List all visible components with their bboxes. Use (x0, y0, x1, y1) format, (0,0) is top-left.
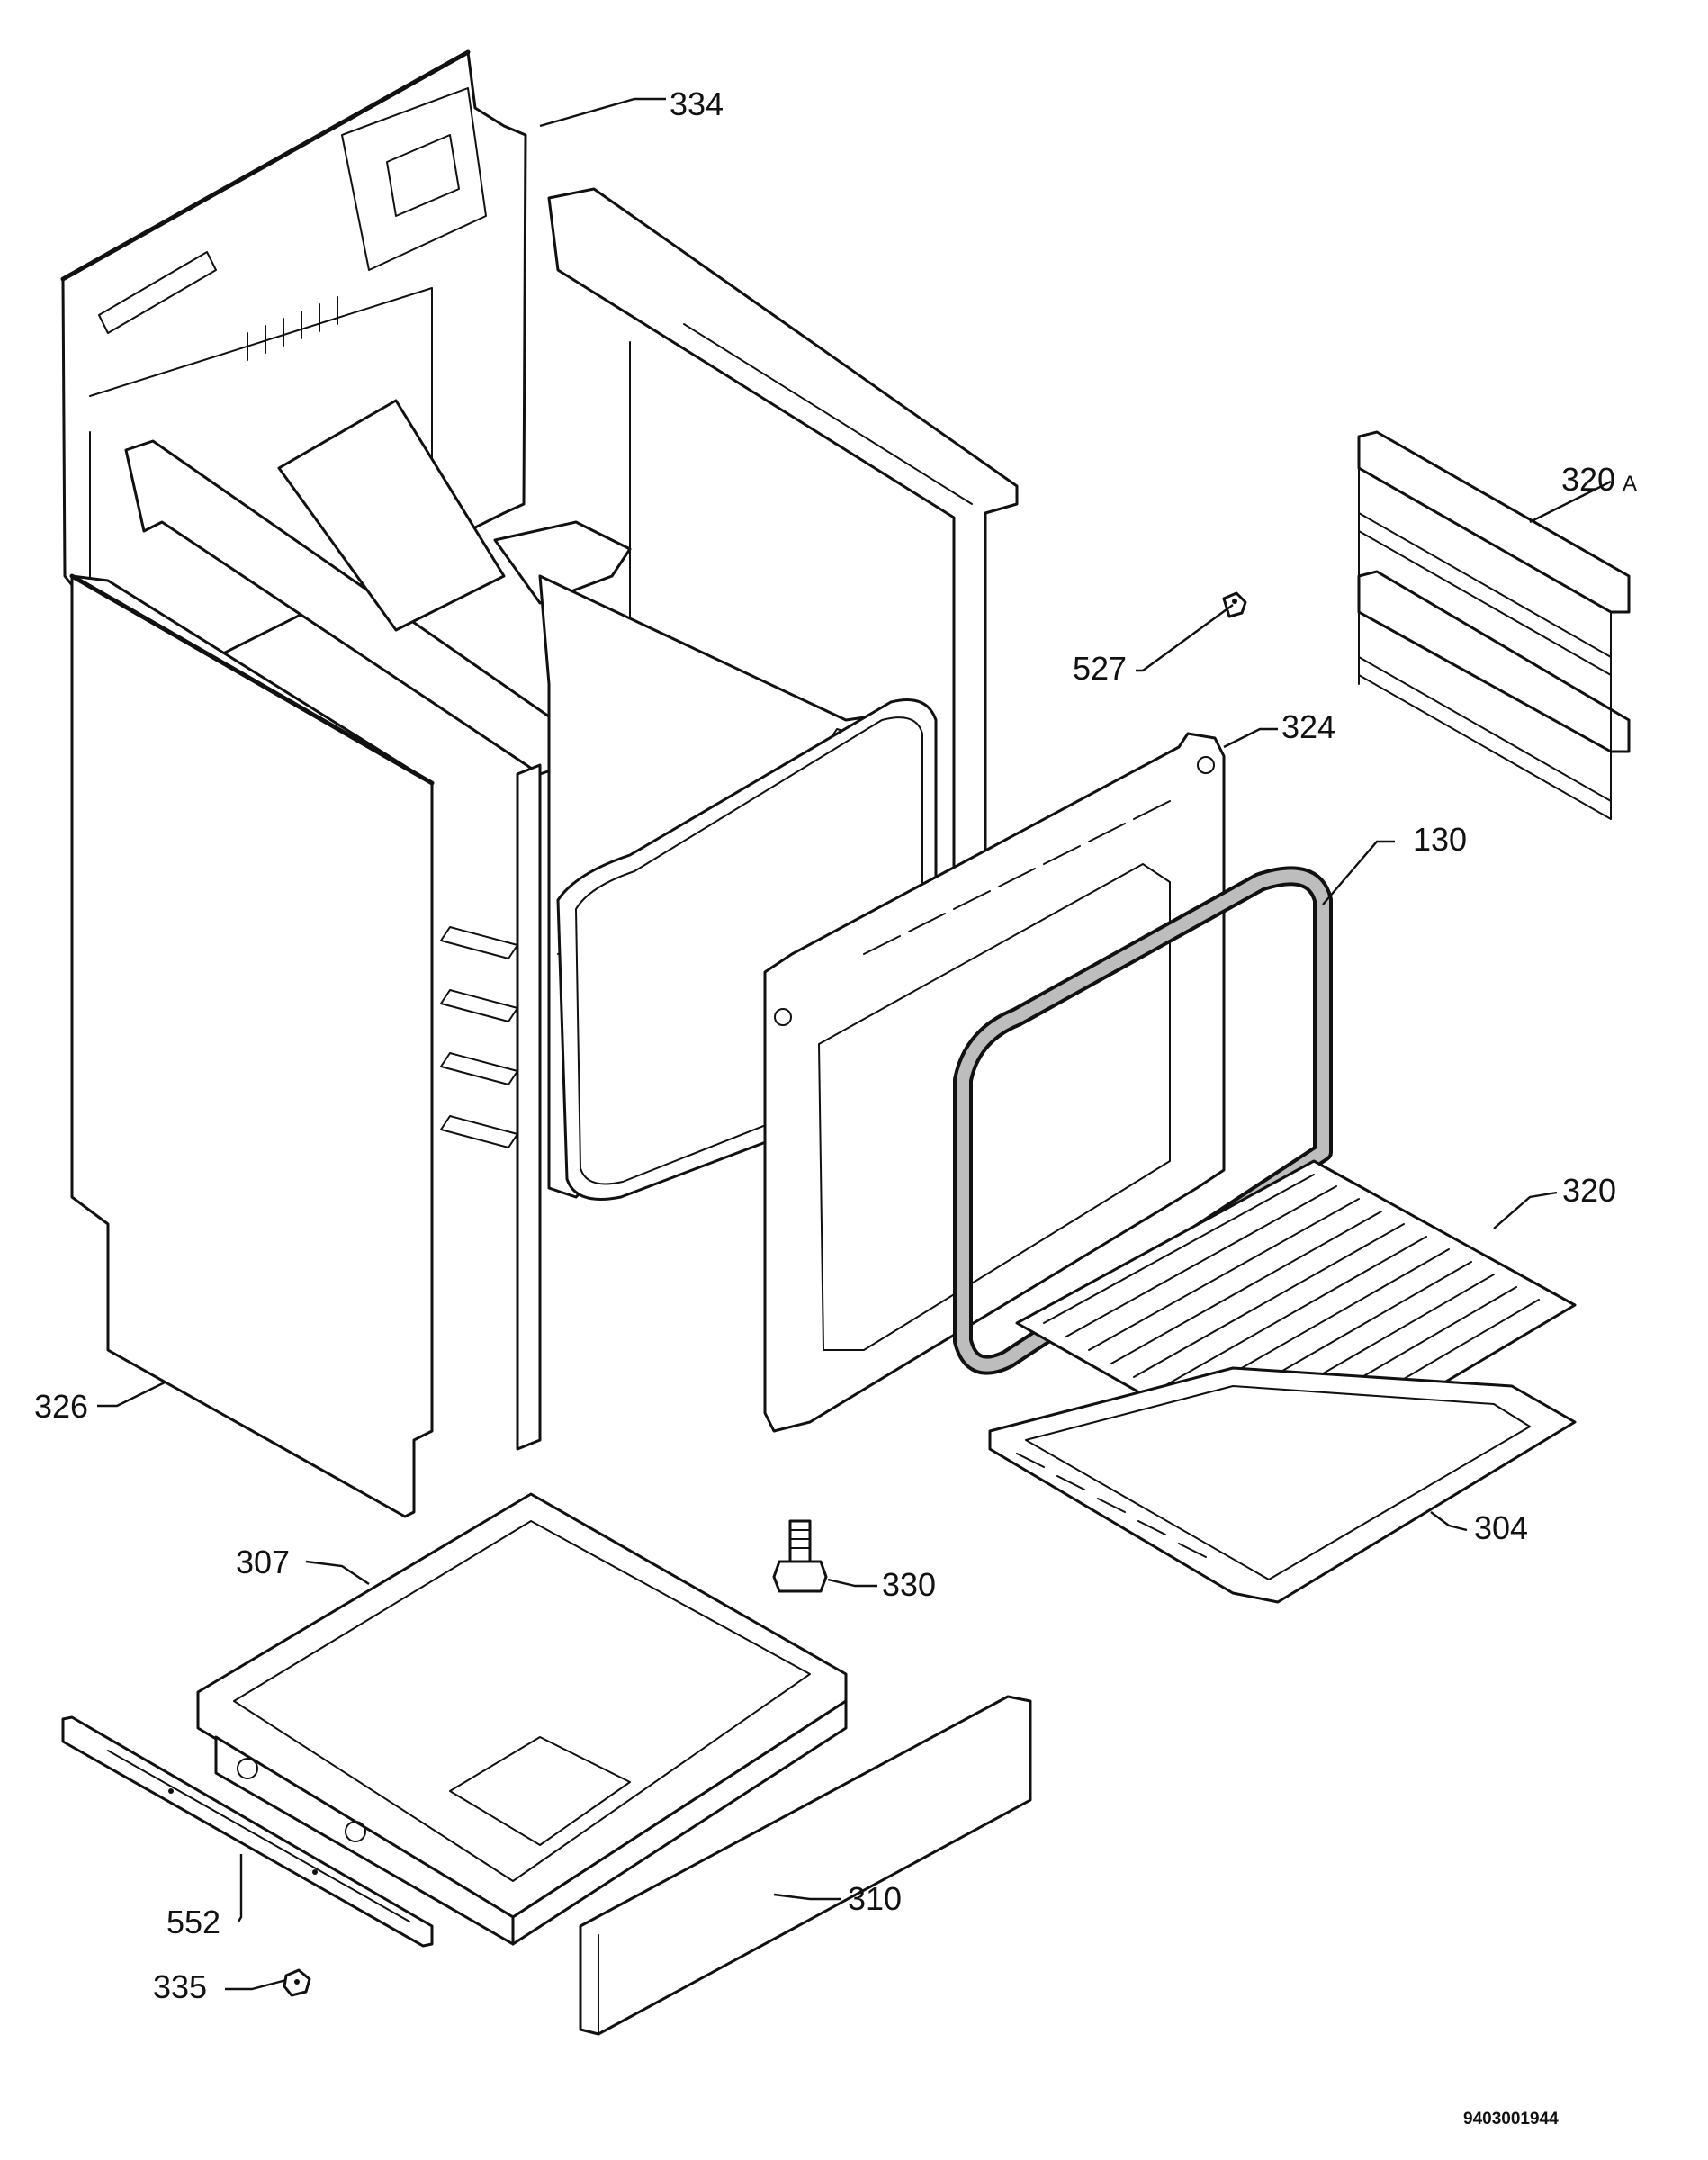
oven-cavity-frame (124, 187, 1019, 1451)
leader-334 (539, 97, 666, 128)
part-310-drawer-front (579, 1695, 1032, 2036)
part-130-door-gasket (953, 866, 1333, 1375)
leader-324 (1223, 727, 1278, 749)
part-307-drawer (196, 1492, 848, 1946)
leader-330 (827, 1578, 877, 1588)
callout-labels: 334 320 A 527 324 130 320 326 304 307 33… (34, 86, 1637, 2005)
callout-320a-suffix: A (1623, 472, 1637, 496)
callout-326: 326 (34, 1388, 88, 1425)
part-320a-shelf-supports (1357, 430, 1631, 820)
callout-335: 335 (153, 1968, 207, 2005)
leader-320 (1493, 1191, 1558, 1229)
callout-130: 130 (1413, 821, 1467, 858)
callout-304: 304 (1474, 1509, 1528, 1546)
leader-lines (97, 97, 1612, 1991)
part-326-side-panel (69, 573, 435, 1518)
callout-527: 527 (1073, 650, 1127, 687)
callout-320: 320 (1562, 1172, 1616, 1209)
callout-330: 330 (882, 1566, 936, 1603)
tray-rim-slots (1016, 1453, 1207, 1558)
document-number: 9403001944 (1463, 2110, 1559, 2128)
leader-326 (97, 1380, 167, 1408)
part-335-screw (283, 1968, 311, 1997)
leader-304 (1430, 1511, 1468, 1532)
callout-310: 310 (848, 1880, 902, 1917)
callout-334: 334 (670, 86, 724, 122)
leader-552 (237, 1854, 243, 1922)
callout-307: 307 (236, 1544, 290, 1580)
door-frame-slots (863, 800, 1171, 955)
part-304-baking-tray (988, 1366, 1577, 1604)
leader-527 (1136, 604, 1234, 672)
leader-310 (773, 1893, 841, 1901)
leader-320a (1529, 480, 1612, 524)
leader-307 (305, 1560, 370, 1585)
part-552-runner-rail (61, 1715, 434, 1948)
leader-130 (1322, 840, 1395, 905)
leader-335 (225, 1978, 287, 1991)
part-330-foot (772, 1519, 828, 1593)
callout-320a: 320 (1561, 461, 1615, 498)
part-527-screw (1222, 591, 1247, 618)
callout-552: 552 (166, 1904, 220, 1940)
part-324-door-frame (763, 732, 1226, 1433)
callout-324: 324 (1281, 708, 1335, 745)
